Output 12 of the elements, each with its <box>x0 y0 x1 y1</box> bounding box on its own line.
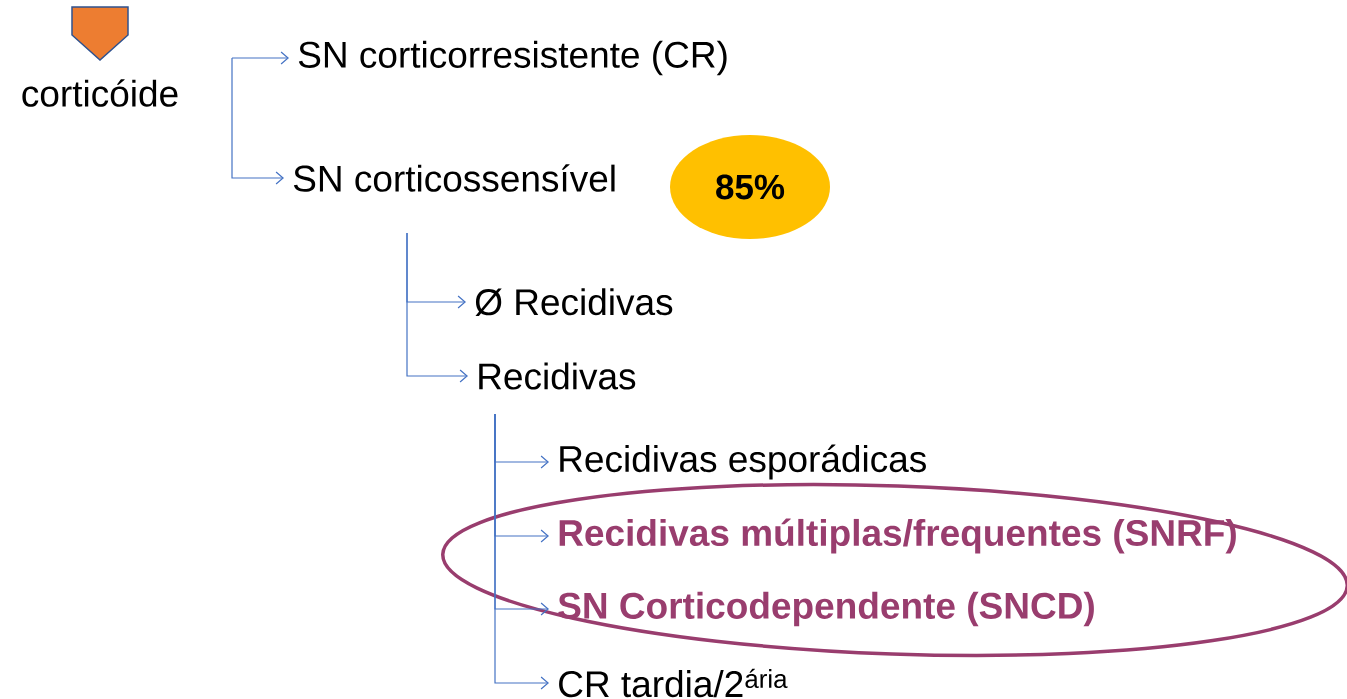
node-label: Recidivas esporádicas <box>560 444 926 480</box>
node-label: SN corticossensível <box>293 164 615 192</box>
node-label: SN corticorresistente (CR) <box>298 40 727 76</box>
bracket-arrow <box>231 57 284 185</box>
node-label: corticóide <box>22 79 178 107</box>
bracket-arrow <box>406 232 468 383</box>
node-label: CR tardia/2$^{ária}$ <box>559 668 788 698</box>
node-label: Recidivas <box>479 362 636 390</box>
node-label: Recidivas múltiplas/frequentes (SNRF) <box>559 518 1236 554</box>
bracket-arrow <box>494 413 549 690</box>
node-label: Ø Recidivas <box>475 288 673 316</box>
bracket-arrow <box>231 51 289 65</box>
